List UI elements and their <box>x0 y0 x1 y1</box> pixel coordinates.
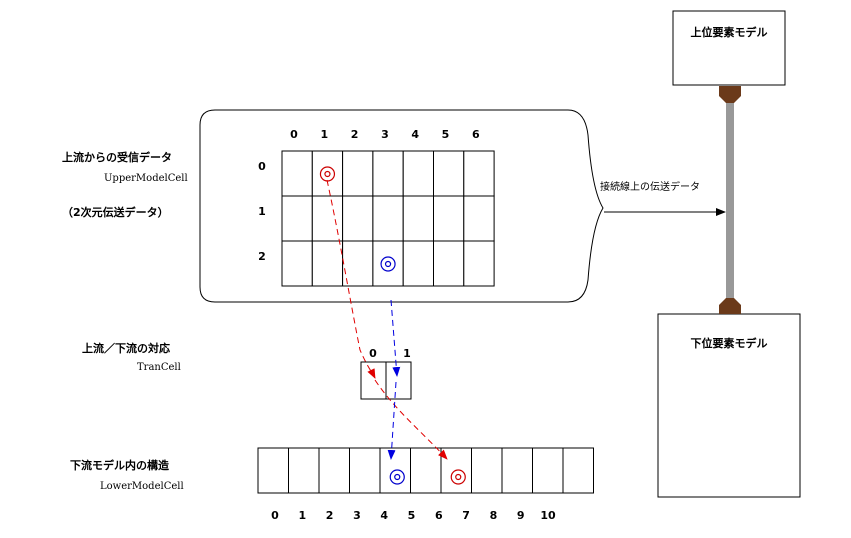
downstream-cell-9 <box>532 447 564 494</box>
upstream-grid <box>281 150 495 287</box>
upstream-title: 上流からの受信データ <box>62 150 172 164</box>
downstream-index: 8 <box>490 509 498 522</box>
downstream-index: 5 <box>408 509 416 522</box>
upstream-cell-2-6 <box>463 240 495 287</box>
downstream-cell-1 <box>288 447 320 494</box>
upstream-col-indices: 0 1 2 3 4 5 6 <box>290 128 480 141</box>
target-inner-ring <box>455 473 462 481</box>
upstream-cell-1-4 <box>402 195 435 242</box>
upstream-row-indices: 0 1 2 <box>258 160 266 263</box>
downstream-title: 下流モデル内の構造 <box>70 458 170 472</box>
downstream-grid <box>257 447 594 494</box>
upstream-cell-2-2 <box>342 240 374 287</box>
upstream-col-index: 0 <box>290 128 298 141</box>
downstream-marker-target-icon <box>450 469 466 485</box>
upstream-cell-1-2 <box>342 195 374 242</box>
upstream-cell-2-0 <box>281 240 313 287</box>
red-mapping-arrow-lower <box>374 379 448 460</box>
upstream-cell-2-4 <box>402 240 435 287</box>
connection-bar <box>726 103 734 298</box>
connection-label: 接続線上の伝送データ <box>600 180 700 193</box>
upper-model-label: 上位要素モデル <box>691 25 768 39</box>
upstream-cell-2-5 <box>433 240 465 287</box>
upstream-cell-0-1 <box>311 150 344 197</box>
downstream-indices: 0 1 2 3 4 5 6 7 8 9 10 <box>271 509 556 522</box>
upper-connector-cap <box>719 86 741 103</box>
downstream-marker-target-icon <box>389 469 405 485</box>
tran-class-name: TranCell <box>137 362 181 373</box>
upstream-cell-1-5 <box>433 195 465 242</box>
downstream-index: 9 <box>517 509 525 522</box>
upstream-col-index: 1 <box>320 128 328 141</box>
upper-model-box <box>672 10 786 86</box>
connection-line <box>719 86 741 314</box>
upstream-cell-0-4 <box>402 150 435 197</box>
upstream-marker-target-icon <box>380 256 396 272</box>
lower-model-box <box>657 313 801 498</box>
downstream-cell-10 <box>562 447 594 494</box>
downstream-class-name: LowerModelCell <box>100 481 184 492</box>
tran-cell-0 <box>360 361 387 400</box>
upstream-cell-0-6 <box>463 150 495 197</box>
upstream-subtitle: （2次元伝送データ） <box>62 205 169 219</box>
downstream-index: 2 <box>326 509 334 522</box>
downstream-cell-7 <box>471 447 503 494</box>
lower-connector-cap <box>719 298 741 314</box>
upstream-row-index: 2 <box>258 250 266 263</box>
target-inner-ring <box>324 170 331 178</box>
tran-cell-1 <box>385 361 412 400</box>
upstream-cell-2-3 <box>372 240 404 287</box>
upstream-col-index: 3 <box>381 128 389 141</box>
upstream-cell-1-0 <box>281 195 313 242</box>
upstream-col-index: 2 <box>351 128 359 141</box>
upstream-cell-2-1 <box>311 240 344 287</box>
upstream-row-index: 0 <box>258 160 266 173</box>
downstream-cell-8 <box>501 447 533 494</box>
downstream-cell-5 <box>410 447 442 494</box>
tran-title: 上流／下流の対応 <box>82 341 170 355</box>
downstream-index: 10 <box>540 509 556 522</box>
target-outer-ring <box>450 469 466 485</box>
upstream-cell-1-6 <box>463 195 495 242</box>
target-inner-ring <box>394 473 401 481</box>
downstream-index: 3 <box>353 509 361 522</box>
target-outer-ring <box>380 256 396 272</box>
downstream-index: 4 <box>380 509 388 522</box>
downstream-markers <box>389 469 466 485</box>
upstream-cell-0-2 <box>342 150 374 197</box>
downstream-index: 6 <box>435 509 443 522</box>
downstream-cell-2 <box>318 447 350 494</box>
upstream-row-index: 1 <box>258 205 266 218</box>
downstream-index: 1 <box>298 509 306 522</box>
upstream-cell-1-3 <box>372 195 404 242</box>
upstream-cell-0-5 <box>433 150 465 197</box>
lower-model-label: 下位要素モデル <box>691 336 768 350</box>
target-outer-ring <box>389 469 405 485</box>
upstream-cell-0-0 <box>281 150 313 197</box>
upstream-col-index: 4 <box>411 128 419 141</box>
downstream-cell-3 <box>349 447 381 494</box>
tran-index: 0 <box>369 347 377 360</box>
blue-mapping-arrow-upper <box>390 299 401 377</box>
tran-index: 1 <box>403 347 411 360</box>
upstream-col-index: 6 <box>472 128 480 141</box>
upstream-region-brace <box>199 109 604 303</box>
target-inner-ring <box>384 260 392 268</box>
red-mapping-arrow-upper <box>326 179 376 379</box>
blue-mapping-arrow-lower <box>387 381 397 460</box>
upstream-col-index: 5 <box>442 128 450 141</box>
downstream-index: 0 <box>271 509 279 522</box>
upstream-cell-0-3 <box>372 150 404 197</box>
downstream-index: 7 <box>462 509 470 522</box>
upstream-class-name: UpperModelCell <box>104 173 188 184</box>
downstream-cell-0 <box>257 447 289 494</box>
